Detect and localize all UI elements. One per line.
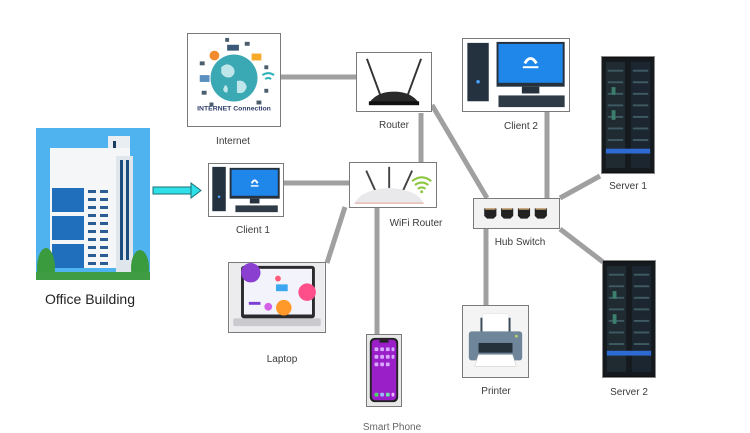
wifi-router-icon <box>354 166 432 204</box>
link-hub-server2 <box>558 227 605 264</box>
internet-globe-icon: INTERNET Connection <box>197 37 275 112</box>
label-printer: Printer <box>481 386 511 397</box>
laptop-icon <box>229 263 325 332</box>
node-laptop[interactable] <box>228 262 326 333</box>
node-client-1[interactable] <box>208 163 284 217</box>
link-hub-server1 <box>558 173 602 201</box>
node-wifi-router[interactable] <box>349 162 437 208</box>
link-wifi-laptop <box>324 206 348 264</box>
label-server-2: Server 2 <box>610 387 648 398</box>
label-laptop: Laptop <box>266 354 298 365</box>
node-server-2[interactable] <box>602 260 656 378</box>
internet-image-text: INTERNET Connection <box>197 105 271 112</box>
server-rack-icon <box>602 58 654 172</box>
node-internet[interactable]: INTERNET Connection <box>187 33 281 127</box>
node-printer[interactable] <box>462 305 529 378</box>
label-client-2: Client 2 <box>504 121 538 132</box>
label-wifi-router: WiFi Router <box>389 218 443 229</box>
node-router[interactable] <box>356 52 432 112</box>
desktop-computer-icon <box>212 166 280 213</box>
label-server-1: Server 1 <box>609 181 647 192</box>
label-hub-switch: Hub Switch <box>494 237 546 248</box>
node-hub-switch[interactable] <box>473 198 560 229</box>
office-building-icon <box>36 128 150 288</box>
desktop-computer-icon <box>467 41 565 108</box>
smartphone-icon <box>369 337 399 403</box>
link-router-hub <box>429 103 490 200</box>
printer-icon <box>463 306 528 377</box>
wifi-signal-icon <box>411 176 432 190</box>
node-client-2[interactable] <box>462 38 570 112</box>
label-office-building: Office Building <box>44 291 136 307</box>
label-internet: Internet <box>216 136 250 147</box>
network-switch-icon <box>484 208 547 219</box>
node-smart-phone[interactable] <box>366 334 402 407</box>
node-server-1[interactable] <box>601 56 655 174</box>
label-router: Router <box>378 120 410 131</box>
label-client-1: Client 1 <box>236 225 270 236</box>
arrow-office-to-client1 <box>152 182 202 199</box>
server-rack-icon <box>603 262 655 376</box>
router-icon <box>366 58 422 106</box>
node-office-building[interactable] <box>36 128 150 288</box>
